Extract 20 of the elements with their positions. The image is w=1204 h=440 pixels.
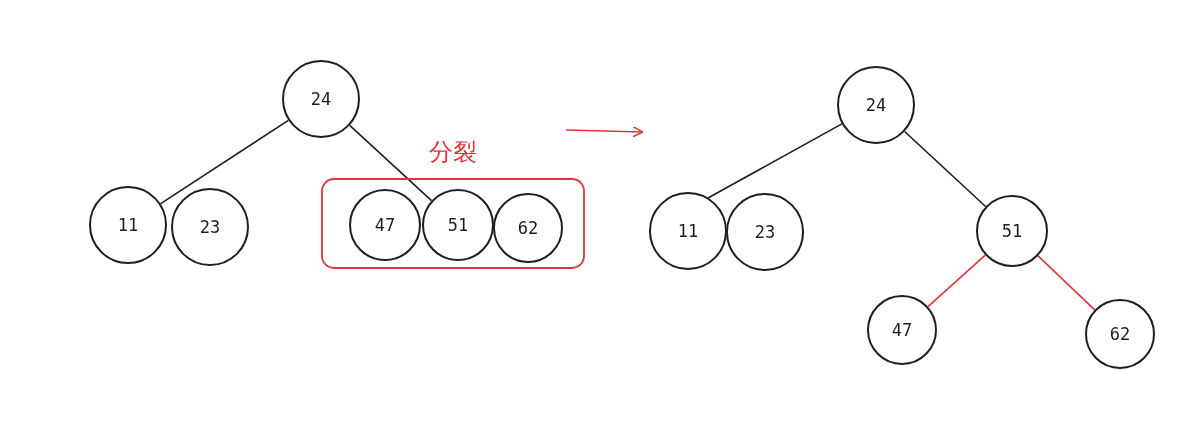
connector-line	[348, 124, 433, 202]
connector-line	[903, 130, 987, 208]
node-value: 62	[517, 218, 539, 238]
node-value: 47	[891, 320, 913, 340]
node-value: 24	[310, 89, 332, 109]
node-value: 62	[1109, 324, 1131, 344]
node-value: 11	[677, 221, 699, 241]
connector-line	[1037, 255, 1096, 311]
node-value: 23	[754, 222, 776, 242]
connector-line	[927, 254, 987, 308]
node-value: 23	[199, 217, 221, 237]
node-value: 47	[374, 215, 396, 235]
connector-line	[159, 119, 290, 205]
node-value: 11	[117, 215, 139, 235]
group-heading: 分裂	[428, 137, 478, 168]
node-value: 24	[865, 95, 887, 115]
node-value: 51	[447, 215, 469, 235]
node-value: 51	[1001, 221, 1023, 241]
circle-node	[976, 195, 1048, 267]
connector-line	[707, 123, 843, 199]
